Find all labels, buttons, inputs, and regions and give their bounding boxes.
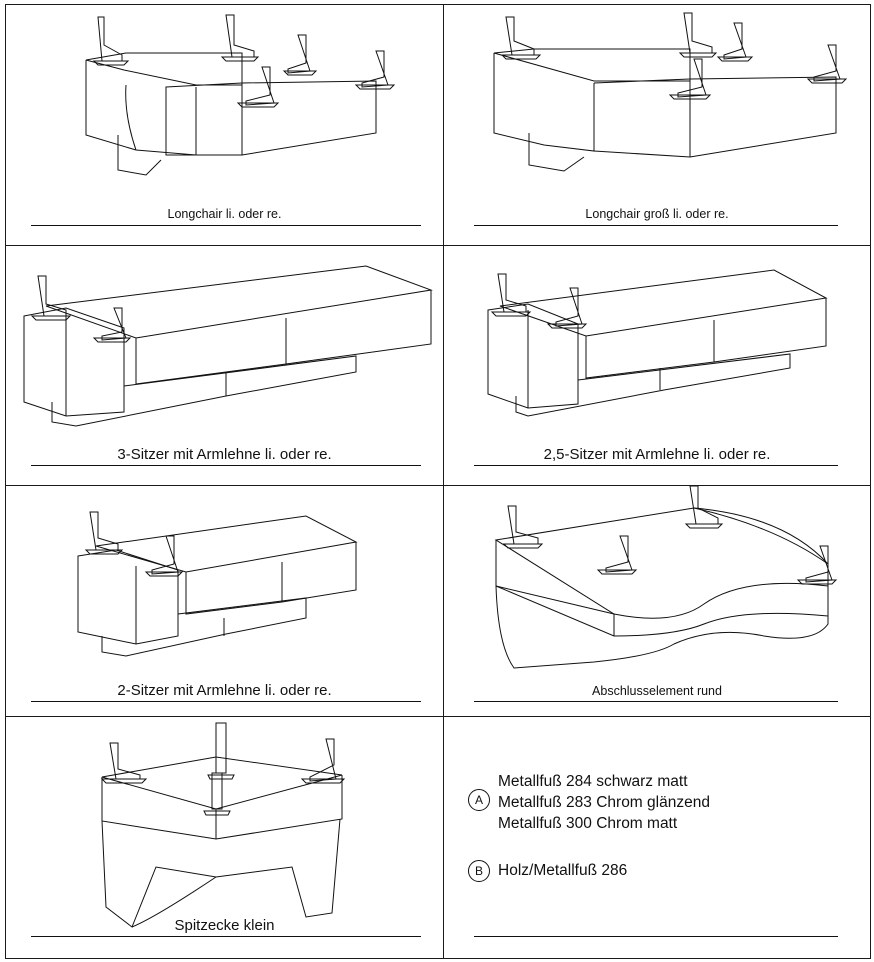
metal-foot-icon: [94, 308, 130, 342]
legend-a-badge: A: [468, 789, 490, 811]
legend-b-line-1: Holz/Metallfuß 286: [498, 862, 628, 879]
legend-a-line-2: Metallfuß 283 Chrom glänzend: [498, 794, 710, 811]
metal-foot-icon: [146, 536, 182, 576]
metal-foot-icon: [686, 486, 722, 528]
metal-foot-icon: [94, 17, 128, 65]
longchair-gross-drawing: [444, 5, 872, 247]
metal-foot-icon: [222, 15, 258, 61]
cell-longchair-gross: Longchair groß li. oder re.: [443, 4, 871, 246]
caption-spitzecke-klein: Spitzecke klein: [174, 917, 275, 934]
caption-3-sitzer: 3-Sitzer mit Armlehne li. oder re.: [117, 446, 332, 463]
metal-foot-icon: [502, 17, 540, 59]
cell-spitzecke-klein: Spitzecke klein: [5, 716, 444, 959]
caption-rule: [474, 701, 838, 702]
metal-foot-icon: [302, 739, 344, 783]
metal-foot-icon: [86, 512, 122, 554]
metal-foot-icon: [718, 23, 752, 61]
spitzecke-drawing: [6, 717, 445, 960]
metal-foot-icon: [798, 546, 836, 584]
metal-foot-icon: [284, 35, 316, 75]
caption-rule: [31, 701, 421, 702]
metal-foot-icon: [32, 276, 70, 320]
metal-foot-icon: [808, 45, 846, 83]
caption-rule: [474, 225, 838, 226]
wood-metal-foot-icon: [208, 723, 234, 779]
metal-foot-icon: [680, 13, 716, 57]
caption-2-5-sitzer: 2,5-Sitzer mit Armlehne li. oder re.: [543, 446, 771, 463]
caption-2-sitzer: 2-Sitzer mit Armlehne li. oder re.: [117, 682, 332, 699]
2-sitzer-drawing: [6, 486, 445, 718]
2-5-sitzer-drawing: [444, 246, 872, 487]
metal-foot-icon: [598, 536, 636, 574]
legend-rule: [474, 936, 838, 937]
cell-2-sitzer: 2-Sitzer mit Armlehne li. oder re.: [5, 485, 444, 717]
abschlusselement-drawing: [444, 486, 872, 718]
caption-rule: [474, 465, 838, 466]
metal-foot-icon: [238, 67, 278, 107]
metal-foot-icon: [548, 288, 586, 328]
legend-a-line-3: Metallfuß 300 Chrom matt: [498, 815, 678, 832]
metal-foot-icon: [102, 743, 146, 783]
metal-foot-icon: [356, 51, 394, 89]
metal-foot-icon: [504, 506, 542, 548]
legend-a-line-1: Metallfuß 284 schwarz matt: [498, 773, 688, 790]
caption-longchair: Longchair li. oder re.: [167, 207, 282, 221]
cell-3-sitzer: 3-Sitzer mit Armlehne li. oder re.: [5, 245, 444, 486]
caption-rule: [31, 225, 421, 226]
cell-abschlusselement-rund: Abschlusselement rund: [443, 485, 871, 717]
legend-b-badge: B: [468, 860, 490, 882]
cell-2-5-sitzer: 2,5-Sitzer mit Armlehne li. oder re.: [443, 245, 871, 486]
cell-longchair: Longchair li. oder re.: [5, 4, 444, 246]
caption-longchair-gross: Longchair groß li. oder re.: [585, 207, 729, 221]
metal-foot-icon: [670, 59, 710, 99]
metal-foot-icon: [492, 274, 530, 316]
caption-rule: [31, 936, 421, 937]
longchair-drawing: [6, 5, 445, 247]
caption-rule: [31, 465, 421, 466]
wood-metal-foot-icon: [204, 773, 230, 815]
caption-abschlusselement-rund: Abschlusselement rund: [592, 684, 722, 698]
cell-legend: A Metallfuß 284 schwarz matt Metallfuß 2…: [443, 716, 871, 959]
3-sitzer-drawing: [6, 246, 445, 487]
